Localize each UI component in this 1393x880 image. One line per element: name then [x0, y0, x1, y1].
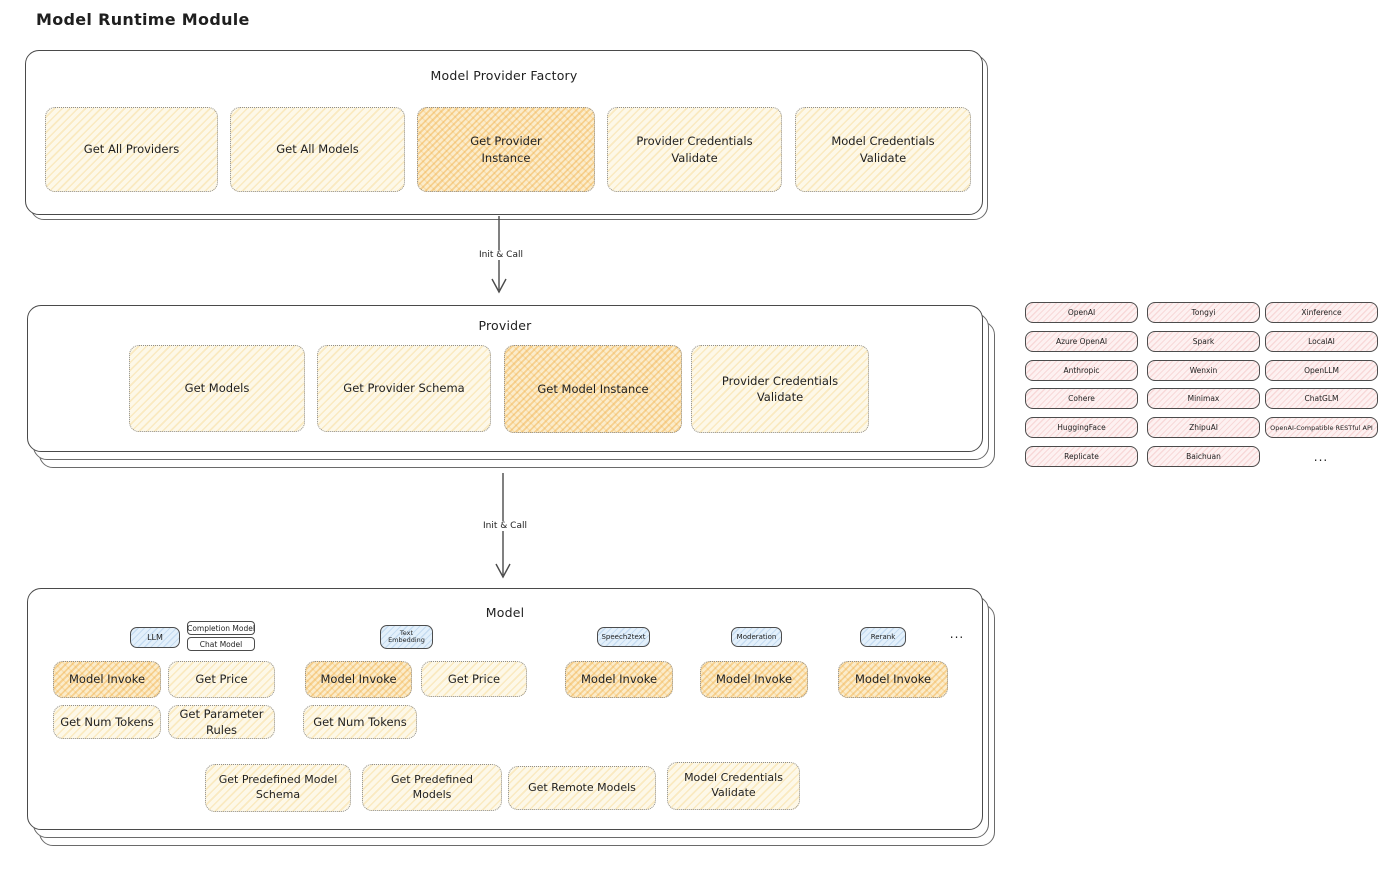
moderation-model-invoke-button: Model Invoke — [700, 661, 808, 698]
llm-get-parameter-rules-button: Get Parameter Rules — [168, 705, 275, 739]
provider-chip-openllm: OpenLLM — [1265, 360, 1378, 381]
provider-chip-replicate: Replicate — [1025, 446, 1138, 467]
speech2text-pill: Speech2text — [597, 627, 650, 647]
provider-chip-spark: Spark — [1147, 331, 1260, 352]
llm-model-invoke-button: Model Invoke — [53, 661, 161, 698]
llm-get-num-tokens-button: Get Num Tokens — [53, 705, 161, 739]
model-title: Model — [485, 605, 525, 620]
text-embedding-get-price-button: Get Price — [421, 661, 527, 697]
factory-button-provider-credentials-validate: Provider Credentials Validate — [607, 107, 782, 192]
text-embedding-get-num-tokens-button: Get Num Tokens — [303, 705, 417, 739]
moderation-pill: Moderation — [731, 627, 782, 647]
provider-chip-baichuan: Baichuan — [1147, 446, 1260, 467]
provider-chip-azure-openai: Azure OpenAI — [1025, 331, 1138, 352]
factory-button-model-credentials-validate: Model Credentials Validate — [795, 107, 971, 192]
model-types-ellipsis: ... — [949, 627, 965, 641]
provider-chip-localai: LocalAI — [1265, 331, 1378, 352]
text-embedding-model-invoke-button: Model Invoke — [305, 661, 412, 698]
init-call-label-2: Init & Call — [475, 521, 535, 531]
rerank-model-invoke-button: Model Invoke — [838, 661, 948, 698]
provider-chip-zhipuai: ZhipuAI — [1147, 417, 1260, 438]
providers-panel-ellipsis: ... — [1313, 450, 1329, 464]
provider-button-get-provider-schema: Get Provider Schema — [317, 345, 491, 432]
factory-title: Model Provider Factory — [430, 68, 578, 83]
llm-get-price-button: Get Price — [168, 661, 275, 698]
provider-title: Provider — [478, 318, 532, 333]
get-remote-models-button: Get Remote Models — [508, 766, 656, 810]
provider-chip-cohere: Cohere — [1025, 388, 1138, 409]
text-embedding-pill: Text Embedding — [380, 625, 433, 649]
init-call-label-1: Init & Call — [471, 250, 531, 260]
provider-chip-tongyi: Tongyi — [1147, 302, 1260, 323]
model-credentials-validate-button: Model Credentials Validate — [667, 762, 800, 810]
factory-button-get-provider-instance: Get Provider Instance — [417, 107, 595, 192]
provider-chip-wenxin: Wenxin — [1147, 360, 1260, 381]
chat-model-tag: Chat Model — [187, 637, 255, 651]
get-predefined-model-schema-button: Get Predefined Model Schema — [205, 764, 351, 812]
completion-model-tag: Completion Model — [187, 621, 255, 635]
provider-chip-xinference: Xinference — [1265, 302, 1378, 323]
page-title: Model Runtime Module — [36, 10, 250, 29]
factory-button-get-all-models: Get All Models — [230, 107, 405, 192]
speech2text-model-invoke-button: Model Invoke — [565, 661, 673, 698]
llm-pill: LLM — [130, 627, 180, 648]
provider-chip-openai-compatible-restful-api: OpenAI-Compatible RESTful API — [1265, 417, 1378, 438]
factory-button-get-all-providers: Get All Providers — [45, 107, 218, 192]
get-predefined-models-button: Get Predefined Models — [362, 764, 502, 811]
provider-chip-openai: OpenAI — [1025, 302, 1138, 323]
provider-chip-chatglm: ChatGLM — [1265, 388, 1378, 409]
provider-button-get-model-instance: Get Model Instance — [504, 345, 682, 433]
provider-chip-huggingface: HuggingFace — [1025, 417, 1138, 438]
rerank-pill: Rerank — [860, 627, 906, 647]
provider-button-provider-credentials-validate: Provider Credentials Validate — [691, 345, 869, 433]
provider-chip-minimax: Minimax — [1147, 388, 1260, 409]
provider-chip-anthropic: Anthropic — [1025, 360, 1138, 381]
provider-button-get-models: Get Models — [129, 345, 305, 432]
